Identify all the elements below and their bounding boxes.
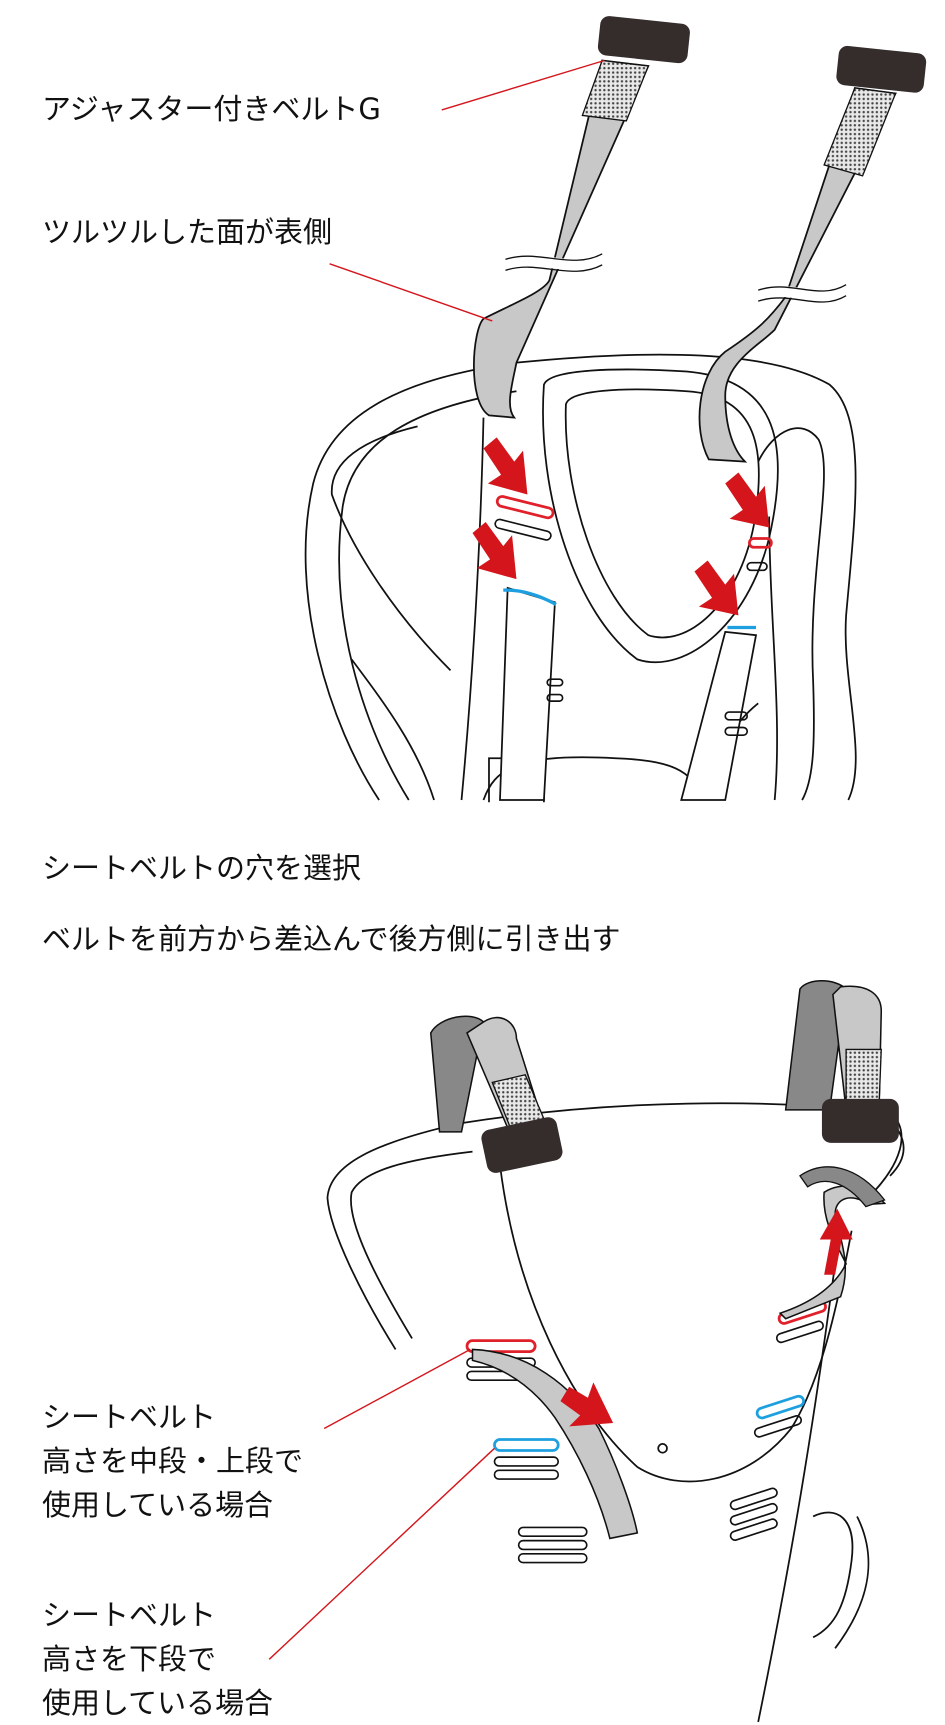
label-line: シートベルト — [42, 1400, 217, 1434]
callout-line-smooth-side — [329, 263, 493, 322]
seat-hole — [657, 1443, 668, 1454]
label-line: 高さを下段で — [42, 1642, 217, 1676]
top-belt-lower-right — [680, 630, 758, 801]
bottom-belt-slots — [465, 1300, 827, 1564]
top-belt-lower-left — [499, 586, 556, 801]
top-seat-outline — [304, 353, 857, 803]
label-lower: シートベルト 高さを下段で 使用している場合 — [42, 1593, 273, 1725]
insert-arrows — [472, 437, 770, 616]
label-adjuster-belt: アジャスター付きベルトG — [42, 92, 381, 126]
label-line: シートベルト — [42, 1598, 217, 1632]
callout-line-mid-upper — [323, 1348, 471, 1430]
label-mid-upper: シートベルト 高さを中段・上段で 使用している場合 — [42, 1395, 303, 1527]
label-smooth-side: ツルツルした面が表側 — [42, 215, 333, 249]
top-belt-slots — [494, 495, 773, 737]
bottom-strap-left — [429, 1015, 563, 1173]
bottom-seat-outline — [326, 1102, 905, 1722]
bottom-belt-front — [471, 1348, 639, 1540]
top-strap-right — [698, 45, 927, 463]
callout-line-adjuster — [441, 59, 605, 111]
top-strap-left — [473, 16, 690, 419]
bottom-arrows — [560, 1208, 853, 1427]
label-line: 使用している場合 — [42, 1686, 274, 1720]
callout-line-lower — [268, 1447, 495, 1660]
instruction-step2: ベルトを前方から差込んで後方側に引き出す — [42, 922, 621, 956]
label-line: 使用している場合 — [42, 1488, 274, 1522]
instruction-step1: シートベルトの穴を選択 — [42, 851, 362, 885]
label-line: 高さを中段・上段で — [42, 1444, 304, 1478]
bottom-strap-right — [784, 980, 899, 1143]
